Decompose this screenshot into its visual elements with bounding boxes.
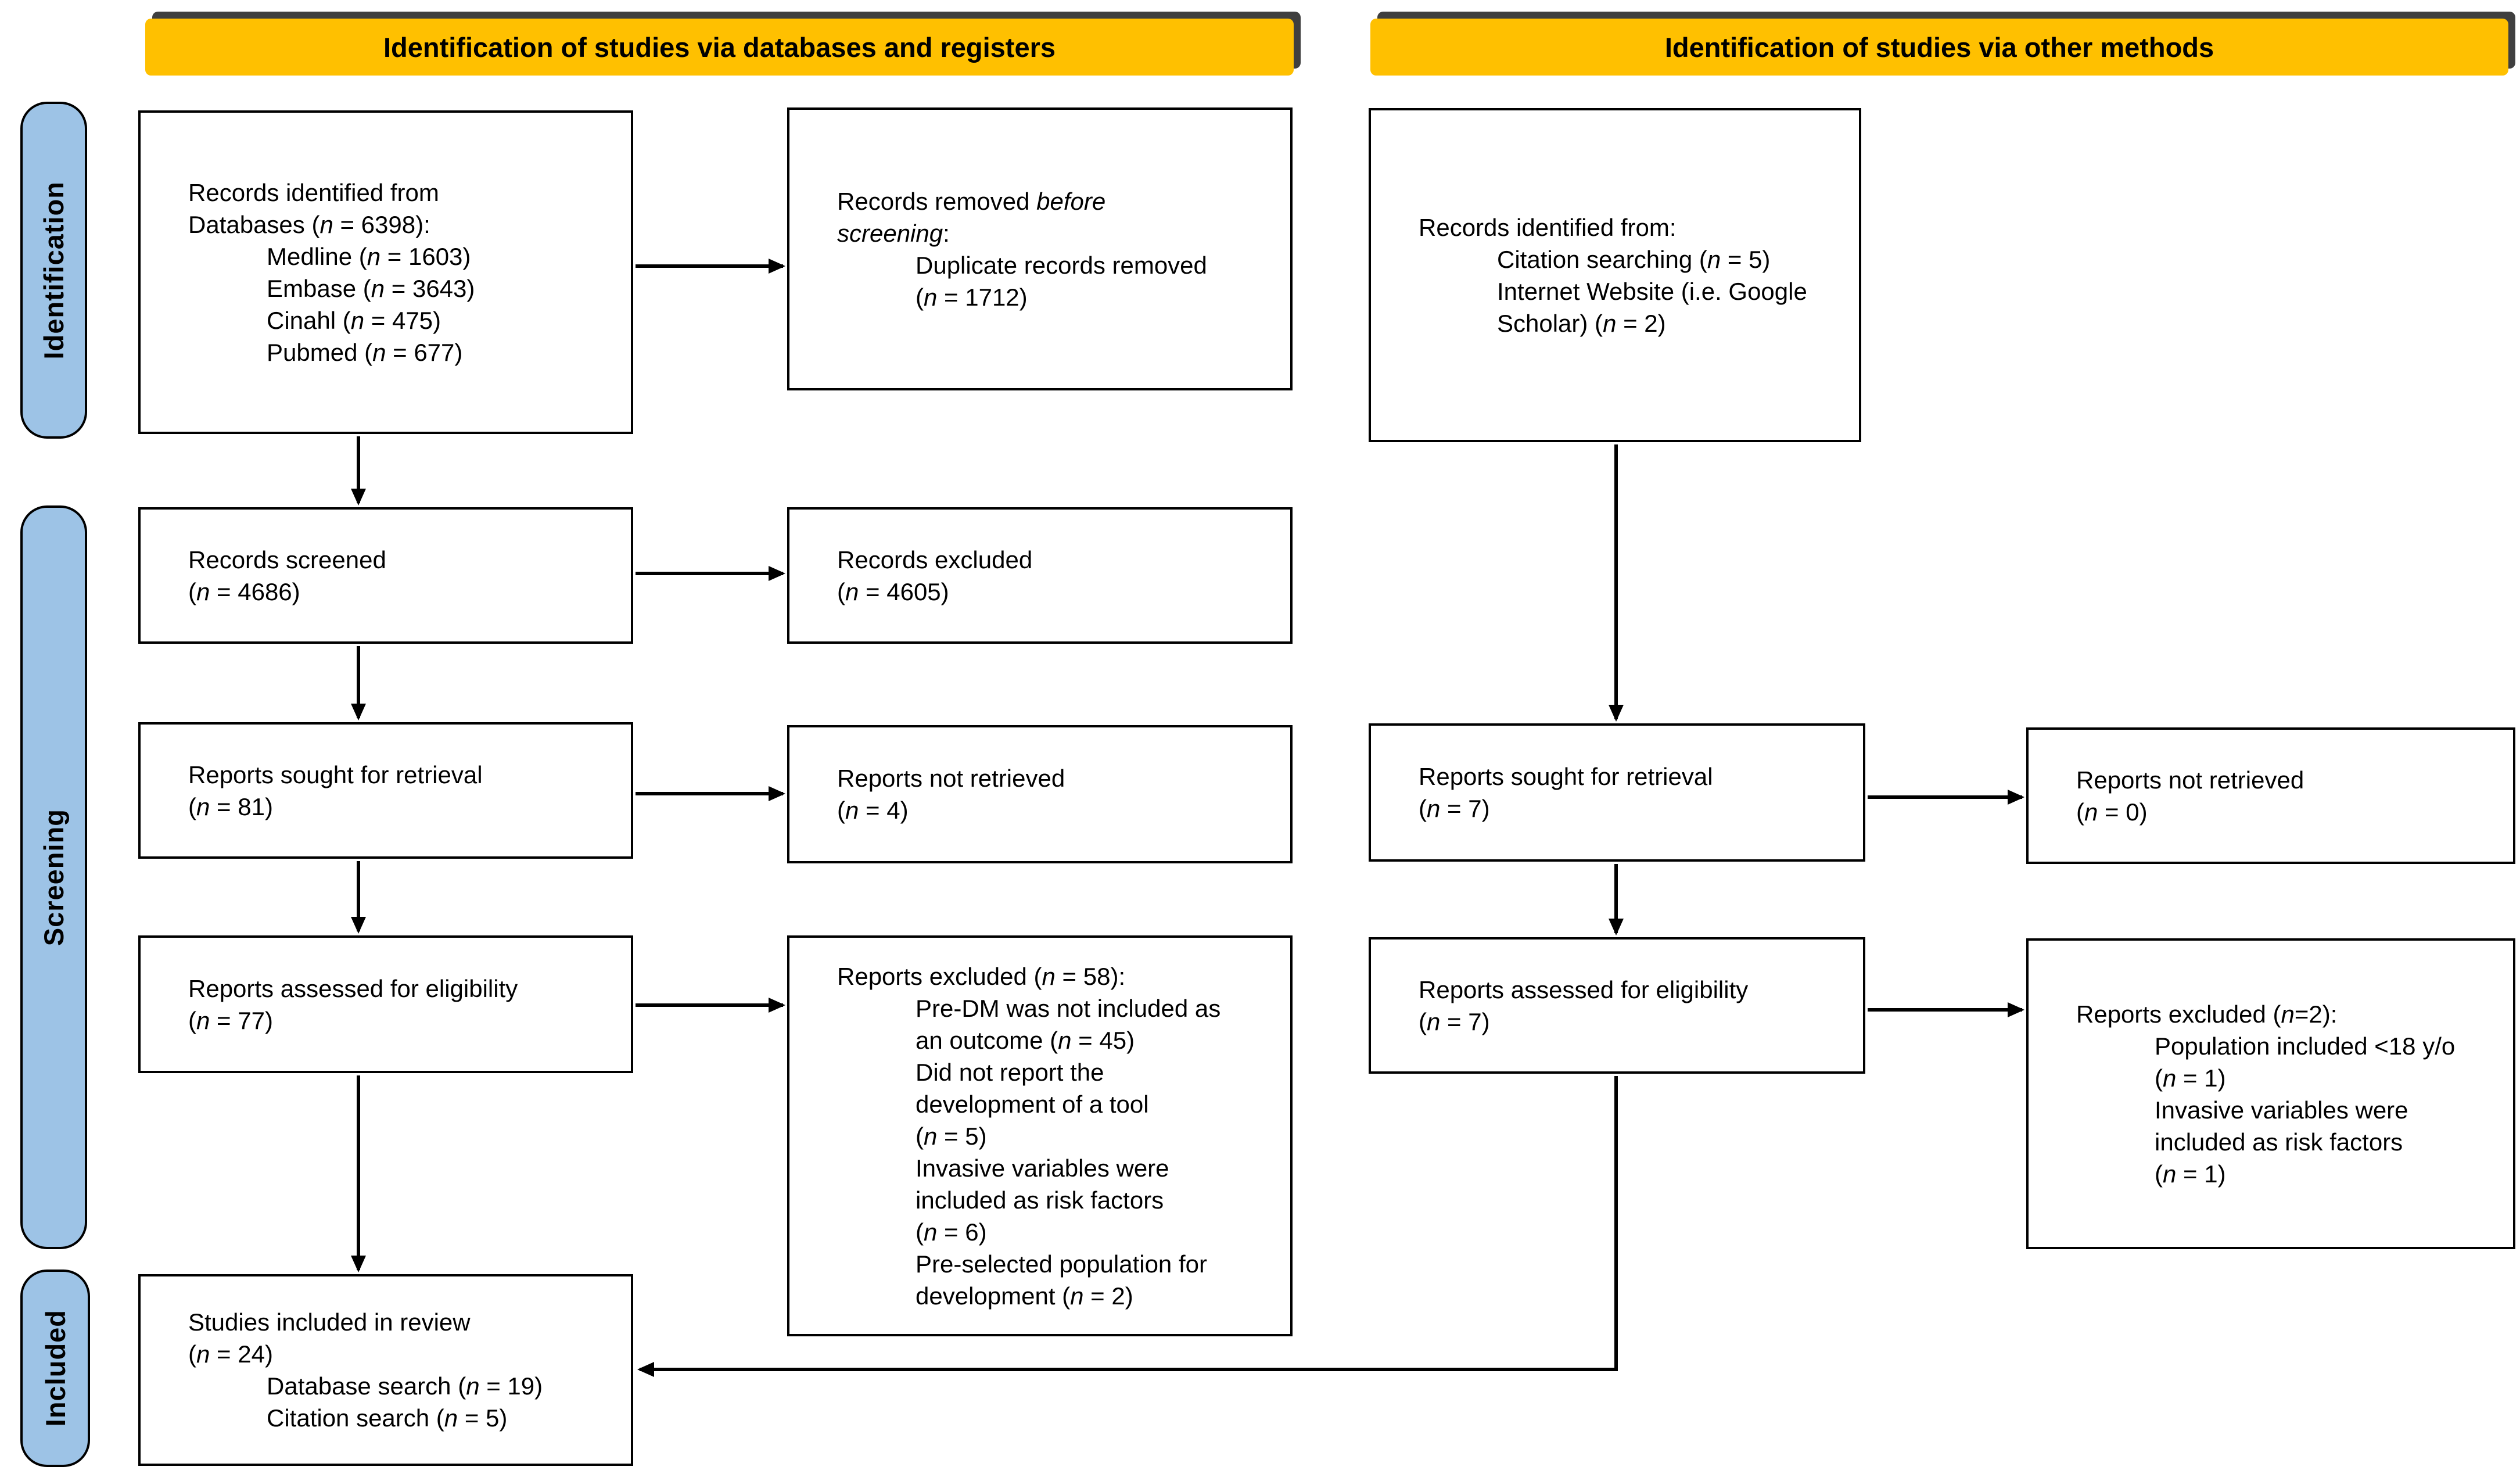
- header-other-methods: Identification of studies via other meth…: [1370, 19, 2508, 76]
- text-line: Citation searching (n = 5): [1497, 245, 1771, 273]
- text-line: Records screened: [188, 546, 386, 573]
- text-line: (n = 6): [916, 1218, 987, 1246]
- text-line: (n = 81): [188, 793, 273, 820]
- box-reports-sought-retrieval-other: Reports sought for retrieval (n = 7): [1369, 723, 1865, 862]
- text-line: Records identified from:: [1419, 213, 1677, 241]
- text-line: screening:: [837, 219, 950, 247]
- text-line: (n = 1): [2155, 1160, 2226, 1188]
- box-reports-assessed-other: Reports assessed for eligibility (n = 7): [1369, 937, 1865, 1074]
- box-records-excluded: Records excluded (n = 4605): [787, 507, 1293, 644]
- text-line: (n = 4605): [837, 578, 949, 605]
- text-line: Reports not retrieved: [2076, 766, 2304, 794]
- text-line: (n = 4): [837, 797, 909, 824]
- text-line: Invasive variables were: [2155, 1096, 2408, 1124]
- text-line: Reports excluded (n = 58):: [837, 962, 1126, 990]
- text-line: Did not report the: [916, 1058, 1104, 1086]
- box-records-screened: Records screened (n = 4686): [138, 507, 633, 644]
- text-line: Records removed before: [837, 187, 1106, 215]
- sidebar-screening-label: Screening: [38, 808, 69, 946]
- text-line: (n = 1712): [916, 283, 1028, 311]
- sidebar-identification-label: Identification: [38, 181, 69, 360]
- sidebar-screening: Screening: [20, 505, 87, 1249]
- text-line: Embase (n = 3643): [267, 274, 475, 302]
- text-line: Citation search (n = 5): [267, 1404, 508, 1432]
- text-line: Reports sought for retrieval: [1419, 763, 1713, 790]
- text-line: (n = 24): [188, 1340, 273, 1368]
- text-line: Internet Website (i.e. Google: [1497, 277, 1807, 305]
- text-line: Reports assessed for eligibility: [1419, 976, 1749, 1003]
- text-line: development of a tool: [916, 1090, 1149, 1118]
- text-line: (n = 77): [188, 1006, 273, 1034]
- box-records-removed-before-screening: Records removed before screening: Duplicat…: [787, 107, 1293, 390]
- box-studies-included-review: Studies included in review (n = 24) Databa…: [138, 1274, 633, 1466]
- header-databases-registers: Identification of studies via databases …: [145, 19, 1294, 76]
- text-line: Scholar) (n = 2): [1497, 309, 1666, 337]
- text-line: an outcome (n = 45): [916, 1026, 1135, 1054]
- box-records-identified-other-methods: Records identified from: Citation searchi…: [1369, 108, 1861, 442]
- sidebar-included: Included: [20, 1270, 90, 1467]
- text-line: development (n = 2): [916, 1282, 1133, 1310]
- text-line: (n = 7): [1419, 1007, 1490, 1035]
- text-line: included as risk factors: [916, 1186, 1164, 1214]
- sidebar-included-label: Included: [40, 1310, 71, 1427]
- box-reports-not-retrieved-other: Reports not retrieved (n = 0): [2026, 727, 2515, 864]
- text-line: Cinahl (n = 475): [267, 306, 441, 334]
- text-line: Pubmed (n = 677): [267, 338, 463, 366]
- text-line: Reports assessed for eligibility: [188, 974, 518, 1002]
- text-line: Records identified from: [188, 178, 439, 206]
- text-line: Database search (n = 19): [267, 1372, 543, 1400]
- text-line: Reports not retrieved: [837, 765, 1065, 792]
- box-reports-excluded-databases: Reports excluded (n = 58): Pre-DM was not…: [787, 935, 1293, 1336]
- text-line: Population included <18 y/o: [2155, 1032, 2456, 1060]
- text-line: (n = 4686): [188, 578, 300, 605]
- box-reports-sought-retrieval-databases: Reports sought for retrieval (n = 81): [138, 722, 633, 859]
- text-line: Databases (n = 6398):: [188, 210, 430, 238]
- text-line: Invasive variables were: [916, 1154, 1169, 1182]
- box-reports-excluded-other: Reports excluded (n=2): Population includ…: [2026, 938, 2515, 1249]
- text-line: (n = 7): [1419, 795, 1490, 822]
- text-line: Reports sought for retrieval: [188, 761, 483, 788]
- box-reports-assessed-databases: Reports assessed for eligibility (n = 77): [138, 935, 633, 1073]
- text-line: Pre-DM was not included as: [916, 994, 1221, 1022]
- text-line: Pre-selected population for: [916, 1250, 1207, 1278]
- text-line: included as risk factors: [2155, 1128, 2403, 1156]
- text-line: Studies included in review: [188, 1308, 471, 1336]
- text-line: Records excluded: [837, 546, 1033, 573]
- box-reports-not-retrieved-databases: Reports not retrieved (n = 4): [787, 725, 1293, 863]
- sidebar-identification: Identification: [20, 102, 87, 439]
- text-line: (n = 0): [2076, 798, 2148, 826]
- text-line: Duplicate records removed: [916, 251, 1207, 279]
- text-line: (n = 1): [2155, 1064, 2226, 1092]
- text-line: Reports excluded (n=2):: [2076, 1000, 2338, 1028]
- text-line: Medline (n = 1603): [267, 242, 471, 270]
- text-line: (n = 5): [916, 1122, 987, 1150]
